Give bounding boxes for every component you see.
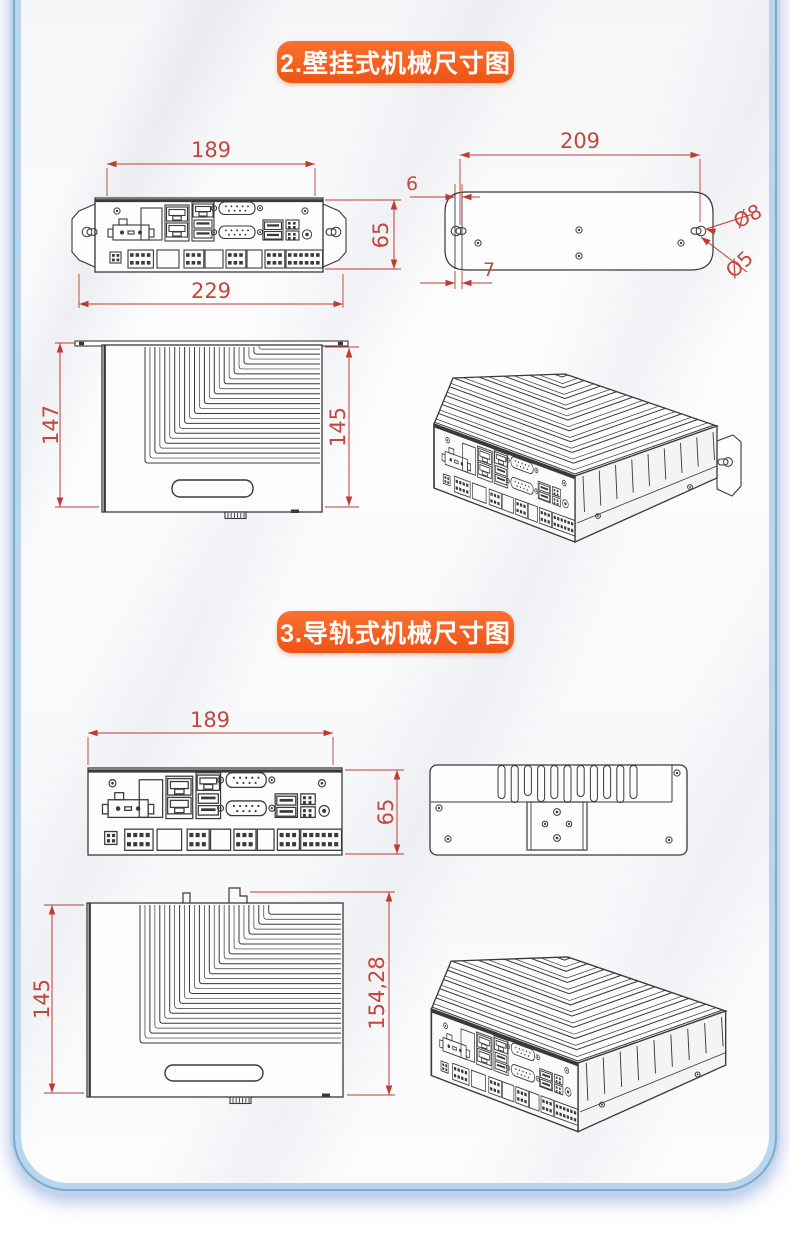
dim-wall-top-overall-depth: 147 — [39, 405, 63, 445]
dim-rail-side-body-depth: 145 — [30, 979, 54, 1019]
din-rail-section-badge: 3.导轨式机械尺寸图 — [277, 611, 514, 653]
dim-plate-edge-gap: 6 — [406, 173, 418, 195]
wall-mount-top-view — [55, 340, 359, 520]
dim-wall-top-body-depth: 145 — [326, 407, 350, 447]
dim-rail-front-width: 189 — [190, 708, 230, 732]
dim-plate-slot-gap: 7 — [483, 259, 495, 281]
din-rail-rear-view — [429, 764, 688, 856]
din-rail-side-view — [44, 887, 395, 1105]
din-rail-3d-view — [410, 899, 733, 1132]
wall-mount-section-badge: 2.壁挂式机械尺寸图 — [277, 41, 514, 83]
dim-keyhole-large: Ø8 — [729, 199, 765, 233]
wall-mount-front-view — [71, 160, 401, 308]
dim-wall-front-width: 189 — [191, 138, 231, 162]
wall-mount-plate-view — [410, 151, 754, 289]
dim-keyhole-small: Ø5 — [721, 246, 758, 283]
wall-mount-3d-view — [413, 318, 742, 542]
din-rail-front-view — [87, 729, 404, 856]
dim-wall-front-overall-width: 229 — [191, 279, 231, 303]
dim-rail-side-overall-depth: 154,28 — [365, 956, 389, 1029]
dim-rail-front-height: 65 — [374, 799, 398, 826]
dim-plate-hole-span: 209 — [560, 129, 600, 153]
dim-wall-front-height: 65 — [369, 222, 393, 249]
